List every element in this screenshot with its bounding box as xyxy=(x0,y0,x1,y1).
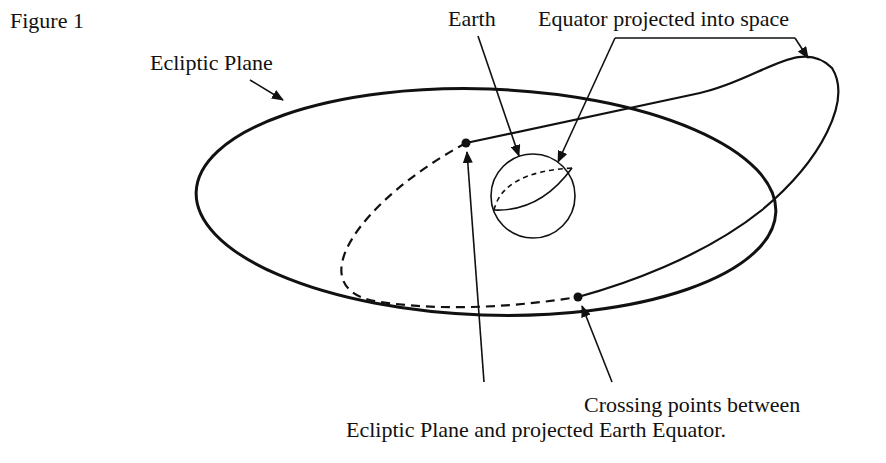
leader-arrow xyxy=(250,80,283,100)
ecliptic-ellipse xyxy=(192,79,780,325)
leader-arrow xyxy=(582,306,612,382)
leader-arrow xyxy=(467,152,484,382)
leader-arrow xyxy=(558,38,615,162)
leader-arrow xyxy=(478,36,519,156)
leader-bracket xyxy=(615,37,795,39)
equator-label: Equator projected into space xyxy=(538,6,789,31)
crossing-label: Crossing points between Ecliptic Plane a… xyxy=(346,392,861,442)
leader-arrow xyxy=(795,38,808,58)
crossing-dot xyxy=(462,139,471,148)
figure-title: Figure 1 xyxy=(10,8,84,33)
earth-label: Earth xyxy=(448,6,496,31)
plane-label: Ecliptic Plane xyxy=(150,50,273,75)
crossing-dot xyxy=(574,293,583,302)
projected-equator-back xyxy=(341,143,578,307)
earth-equator-back xyxy=(494,168,572,210)
earth-sphere xyxy=(491,154,575,238)
projected-equator-front xyxy=(466,57,838,297)
earth-equator-front xyxy=(494,168,572,210)
